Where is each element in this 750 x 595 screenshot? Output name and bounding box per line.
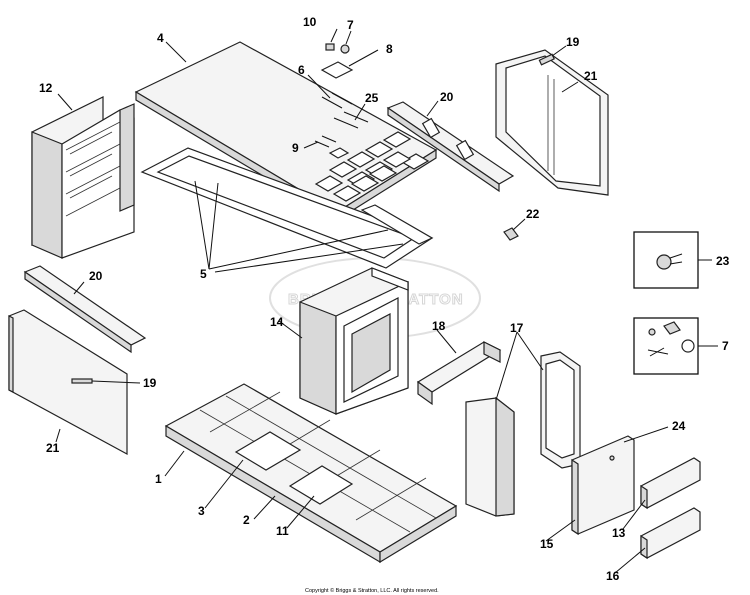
label-part-4: 4 xyxy=(157,31,164,45)
part-rail-bracket-lower[interactable] xyxy=(23,265,147,354)
label-part-25: 25 xyxy=(365,91,379,105)
label-part-17: 17 xyxy=(510,321,524,335)
label-part-23: 23 xyxy=(716,254,730,268)
label-part-3: 3 xyxy=(198,504,205,518)
label-part-22: 22 xyxy=(526,207,540,221)
label-part-18: 18 xyxy=(432,319,446,333)
part-plate-8[interactable] xyxy=(320,61,354,79)
label-part-21-lower: 21 xyxy=(46,441,60,455)
label-part-6: 6 xyxy=(298,63,305,77)
part-clip-10[interactable] xyxy=(325,43,335,51)
part-base-frame[interactable] xyxy=(164,383,458,564)
part-latch-22[interactable] xyxy=(503,227,519,241)
part-door-panel-lower[interactable] xyxy=(8,309,128,456)
label-part-7-lower: 7 xyxy=(722,339,729,353)
part-side-door[interactable] xyxy=(571,435,635,536)
part-rail-16[interactable] xyxy=(640,507,701,560)
label-part-10: 10 xyxy=(303,15,317,29)
part-shelving-frame[interactable] xyxy=(31,96,135,259)
part-side-panel-channel[interactable] xyxy=(540,351,581,469)
part-door-frame-upper[interactable] xyxy=(495,49,609,196)
label-part-19-upper: 19 xyxy=(566,35,580,49)
part-strips-25[interactable] xyxy=(333,111,369,129)
label-part-24: 24 xyxy=(672,419,686,433)
label-part-14: 14 xyxy=(270,315,284,329)
part-rail-13[interactable] xyxy=(640,457,701,510)
label-part-9: 9 xyxy=(292,141,299,155)
label-part-11: 11 xyxy=(276,524,289,538)
part-hinge-19a[interactable] xyxy=(538,53,555,66)
part-enclosure-box[interactable] xyxy=(299,267,409,415)
copyright-notice: Copyright © Briggs & Stratton, LLC. All … xyxy=(305,587,439,594)
callout-box-7 xyxy=(633,317,699,375)
label-part-13: 13 xyxy=(612,526,626,540)
roof-vent-grid xyxy=(314,131,430,202)
label-part-20-upper: 20 xyxy=(440,90,454,104)
callout-box-23 xyxy=(633,231,699,289)
leader-lines xyxy=(55,28,718,574)
label-part-19-lower: 19 xyxy=(143,376,157,390)
label-part-16: 16 xyxy=(606,569,620,583)
label-part-7-upper: 7 xyxy=(347,18,354,32)
part-tray[interactable] xyxy=(416,341,502,406)
label-part-1: 1 xyxy=(155,472,162,486)
part-clip-7a[interactable] xyxy=(340,44,350,54)
label-part-21-upper: 21 xyxy=(584,69,598,83)
label-part-15: 15 xyxy=(540,537,554,551)
label-part-12: 12 xyxy=(39,81,53,95)
part-rail-bracket-upper[interactable] xyxy=(386,101,515,193)
label-part-5: 5 xyxy=(200,267,207,281)
label-part-2: 2 xyxy=(243,513,250,527)
part-gasket-frame[interactable] xyxy=(140,147,434,269)
label-part-20-lower: 20 xyxy=(89,269,103,283)
part-strips-6[interactable] xyxy=(321,92,353,109)
part-side-panel-curved[interactable] xyxy=(465,396,515,517)
label-part-8: 8 xyxy=(386,42,393,56)
part-number-labels: 4 12 10 7 8 6 25 9 19 21 20 22 5 23 7 20… xyxy=(39,15,730,583)
